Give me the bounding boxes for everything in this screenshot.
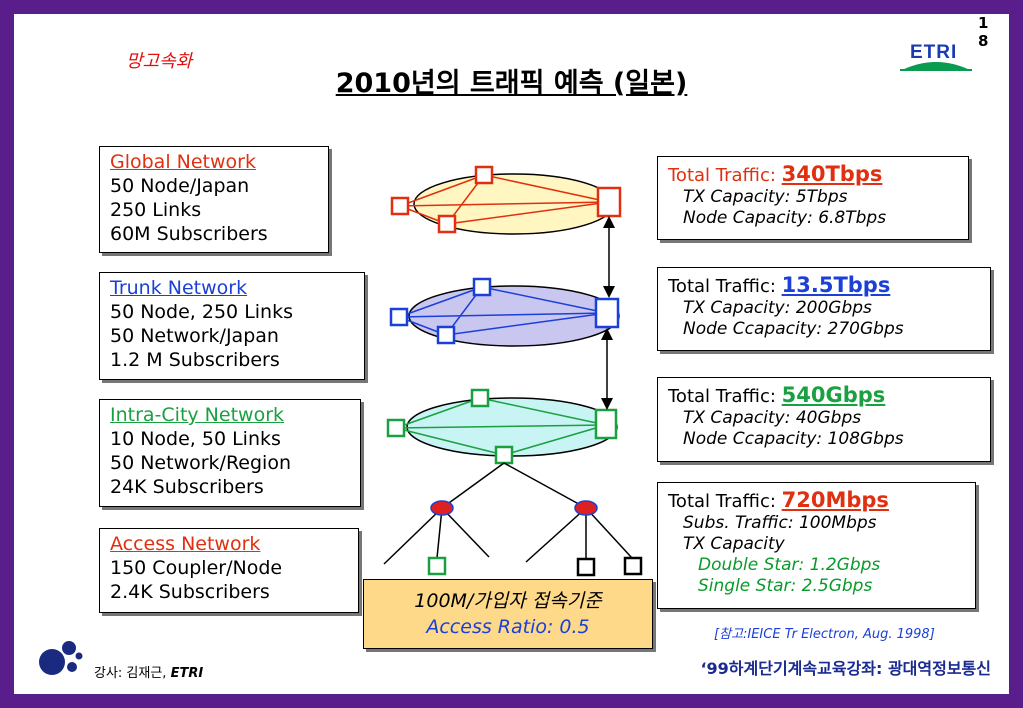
trunk-traffic-total: Total Traffic: 13.5Tbps bbox=[668, 274, 990, 298]
traffic-detail: TX Capacity: 200Gbps bbox=[683, 298, 872, 318]
subscriber-node-icon bbox=[427, 556, 447, 576]
trunk-network-box: Trunk Network 50 Node, 250 Links 50 Netw… bbox=[99, 272, 365, 380]
etri-logo-mark bbox=[900, 62, 972, 71]
traffic-subdetail: Double Star: 1.2Gbps bbox=[698, 555, 881, 575]
network-diagram bbox=[383, 165, 643, 577]
traffic-detail: Node Ccapacity: 108Gbps bbox=[683, 429, 904, 449]
trunk-network-heading: Trunk Network bbox=[110, 277, 248, 299]
trunk-nodes bbox=[389, 277, 620, 345]
node-icon bbox=[389, 307, 409, 327]
trunk-network-line: 50 Network/Japan bbox=[110, 325, 279, 347]
global-network-line: 50 Node/Japan bbox=[110, 175, 250, 197]
node-icon bbox=[436, 325, 456, 345]
footer-lecturer: 강사: 김재근, ETRI bbox=[94, 662, 203, 681]
node-icon bbox=[386, 418, 406, 438]
coupler-icon bbox=[430, 500, 454, 516]
traffic-value: 540Gbps bbox=[781, 383, 886, 407]
node-icon bbox=[594, 297, 620, 329]
intracity-traffic-box: Total Traffic: 540Gbps TX Capacity: 40Gb… bbox=[657, 377, 991, 462]
traffic-detail: Subs. Traffic: 100Mbps bbox=[683, 513, 877, 533]
global-traffic-total: Total Traffic: 340Tbps bbox=[668, 163, 968, 187]
intracity-network-line: 24K Subscribers bbox=[110, 476, 264, 498]
access-traffic-box: Total Traffic: 720Mbps Subs. Traffic: 10… bbox=[657, 482, 976, 609]
traffic-value: 720Mbps bbox=[781, 488, 889, 512]
node-icon bbox=[472, 277, 492, 297]
access-tree-links bbox=[383, 462, 633, 565]
global-network-heading: Global Network bbox=[110, 151, 256, 173]
coupler-icon bbox=[574, 500, 598, 516]
access-ratio-box: 100M/가입자 접속기준 Access Ratio: 0.5 bbox=[363, 579, 653, 649]
footer-logo-icon bbox=[39, 641, 83, 675]
traffic-value: 13.5Tbps bbox=[781, 273, 891, 297]
intracity-network-box: Intra-City Network 10 Node, 50 Links 50 … bbox=[99, 399, 361, 507]
slide: 망고속화 2010년의 트래픽 예측 (일본) 1 8 ETRI Global … bbox=[14, 14, 1009, 694]
subscriber-nodes bbox=[427, 556, 643, 577]
subscriber-node-icon bbox=[623, 556, 643, 576]
node-icon bbox=[390, 196, 410, 216]
node-icon bbox=[437, 214, 457, 234]
intracity-links bbox=[395, 397, 607, 456]
traffic-detail: TX Capacity: 5Tbps bbox=[683, 187, 848, 207]
traffic-detail: Node Ccapacity: 270Gbps bbox=[683, 319, 904, 339]
trunk-traffic-box: Total Traffic: 13.5Tbps TX Capacity: 200… bbox=[657, 267, 991, 351]
traffic-detail: TX Capacity bbox=[683, 534, 785, 554]
traffic-value: 340Tbps bbox=[781, 162, 883, 186]
intracity-traffic-total: Total Traffic: 540Gbps bbox=[668, 384, 990, 408]
traffic-detail: TX Capacity: 40Gbps bbox=[683, 408, 862, 428]
page-number: 1 8 bbox=[978, 14, 988, 50]
trunk-network-line: 1.2 M Subscribers bbox=[110, 349, 280, 371]
access-ratio-line2: Access Ratio: 0.5 bbox=[426, 616, 590, 638]
intracity-nodes bbox=[386, 388, 618, 465]
traffic-subdetail: Single Star: 2.5Gbps bbox=[698, 576, 873, 596]
traffic-label: Total Traffic: bbox=[668, 165, 782, 186]
global-network-line: 250 Links bbox=[110, 199, 202, 221]
reference-note: [참고:IEICE Tr Electron, Aug. 1998] bbox=[714, 627, 935, 642]
node-icon bbox=[470, 388, 490, 408]
intracity-network-line: 50 Network/Region bbox=[110, 452, 291, 474]
access-ratio-line1: 100M/가입자 접속기준 bbox=[414, 590, 602, 612]
intracity-network-heading: Intra-City Network bbox=[110, 404, 285, 426]
etri-logo: ETRI bbox=[900, 40, 972, 72]
etri-logo-text: ETRI bbox=[910, 42, 958, 63]
access-network-line: 2.4K Subscribers bbox=[110, 581, 270, 603]
node-icon bbox=[594, 408, 618, 440]
node-icon bbox=[596, 186, 622, 218]
traffic-label: Total Traffic: bbox=[668, 386, 782, 407]
traffic-label: Total Traffic: bbox=[668, 276, 782, 297]
traffic-detail: Node Capacity: 6.8Tbps bbox=[683, 208, 887, 228]
global-network-line: 60M Subscribers bbox=[110, 223, 268, 245]
global-network-box: Global Network 50 Node/Japan 250 Links 6… bbox=[99, 146, 329, 253]
intracity-network-line: 10 Node, 50 Links bbox=[110, 428, 281, 450]
footer-lecturer-org: ETRI bbox=[170, 666, 204, 681]
trunk-network-line: 50 Node, 250 Links bbox=[110, 301, 293, 323]
access-network-box: Access Network 150 Coupler/Node 2.4K Sub… bbox=[99, 528, 359, 613]
access-network-line: 150 Coupler/Node bbox=[110, 557, 283, 579]
subscriber-node-icon bbox=[576, 557, 596, 577]
footer-lecturer-label: 강사: 김재근, bbox=[94, 666, 171, 681]
page-number-top: 1 bbox=[978, 14, 989, 32]
footer-course: ‘99하계단기계속교육강좌: 광대역정보통신 bbox=[700, 659, 991, 678]
page-number-bottom: 8 bbox=[978, 32, 989, 50]
page-title: 2010년의 트래픽 예측 (일본) bbox=[335, 68, 688, 99]
node-icon bbox=[494, 445, 514, 465]
global-traffic-box: Total Traffic: 340Tbps TX Capacity: 5Tbp… bbox=[657, 156, 969, 240]
access-network-heading: Access Network bbox=[110, 533, 261, 555]
traffic-label: Total Traffic: bbox=[668, 491, 782, 512]
corner-tag: 망고속화 bbox=[126, 51, 193, 72]
node-icon bbox=[474, 165, 494, 185]
access-traffic-total: Total Traffic: 720Mbps bbox=[668, 489, 975, 513]
